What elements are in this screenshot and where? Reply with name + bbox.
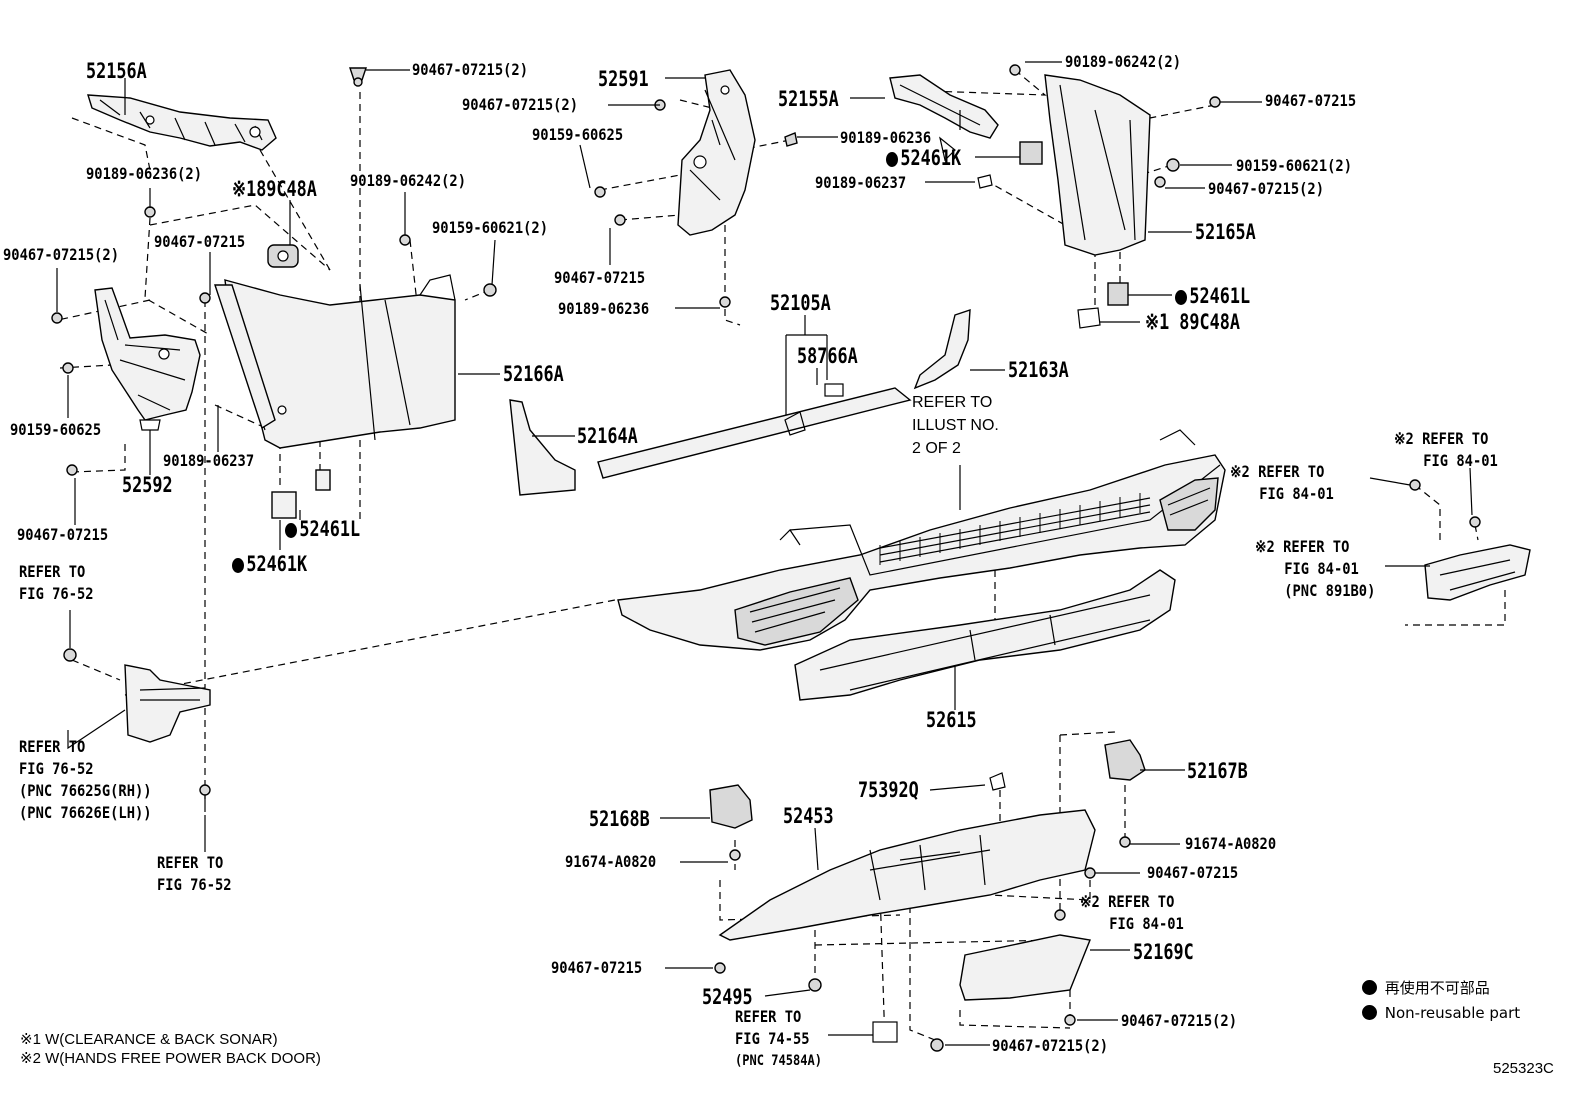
label-52592: 52592 — [122, 473, 173, 497]
label-91674-A0820-l: 91674-A0820 — [565, 852, 657, 871]
label-90467-07215-b2: 90467-07215 — [551, 958, 643, 977]
label-90189-06242-2-l: 90189-06242(2) — [350, 171, 466, 190]
label-52168B: 52168B — [589, 807, 650, 831]
label-90189-06242-2-top: 90189-06242(2) — [1065, 52, 1181, 71]
label-90467-07215-2-top: 90467-07215(2) — [412, 60, 528, 79]
refer-fig-84-01-a[interactable]: ※2 REFER TO FIG 84-01 — [1394, 429, 1498, 470]
label-91674-A0820-r: 91674-A0820 — [1185, 834, 1277, 853]
label-90467-07215-2-l: 90467-07215(2) — [3, 245, 119, 264]
label-90189-06236-c: 90189-06236 — [840, 128, 932, 147]
label-52461L-l: 52461L — [285, 518, 360, 540]
label-52169C: 52169C — [1133, 940, 1194, 964]
bracket-891B0 — [1424, 544, 1531, 601]
bracket-52155A — [889, 74, 1043, 189]
label-52166A: 52166A — [503, 362, 564, 386]
bracket-52156A — [87, 94, 277, 151]
fastener-clip-89C48A — [267, 244, 299, 268]
rear-bumper-cover — [617, 429, 1226, 651]
label-52163A: 52163A — [1008, 358, 1069, 382]
bracket-52592 — [94, 287, 201, 431]
label-90189-06236-2-l: 90189-06236(2) — [86, 164, 202, 183]
label-90467-07215-l: 90467-07215 — [154, 232, 246, 251]
refer-illust-2of2[interactable]: REFER TO ILLUST NO. 2 OF 2 — [912, 394, 999, 457]
non-reusable-dot-icon — [1362, 980, 1377, 995]
label-52495: 52495 — [702, 985, 753, 1009]
label-90467-07215-2-b2: 90467-07215(2) — [992, 1036, 1108, 1055]
label-52461K-l: 52461K — [232, 553, 307, 575]
label-58766A: 58766A — [797, 344, 858, 368]
legend-non-reusable-jp: 再使用不可部品 — [1362, 979, 1490, 997]
label-90467-07215-2-b1: 90467-07215(2) — [1121, 1011, 1237, 1030]
non-reusable-dot-icon — [1362, 1005, 1377, 1020]
legend-non-reusable-en: Non-reusable part — [1362, 1004, 1520, 1022]
label-52453: 52453 — [783, 804, 834, 828]
label-52156A: 52156A — [86, 59, 147, 83]
panel-52165A — [1044, 74, 1151, 329]
side-panel-52164A — [509, 399, 576, 496]
label-52591: 52591 — [598, 67, 649, 91]
footnote-1: ※1 W(CLEARANCE & BACK SONAR) — [20, 1031, 278, 1048]
label-90467-07215-ll: 90467-07215 — [17, 525, 109, 544]
label-90159-60621-2-r: 90159-60621(2) — [1236, 156, 1352, 175]
label-89C48A-l: ※189C48A — [232, 177, 317, 201]
footnote-2: ※2 W(HANDS FREE POWER BACK DOOR) — [20, 1050, 321, 1067]
label-90159-60625-l: 90159-60625 — [10, 420, 102, 439]
refer-fig-76-52-top[interactable]: REFER TO FIG 76-52 — [19, 562, 94, 603]
label-89C48A-r: ※1 89C48A — [1145, 310, 1240, 334]
refer-fig-74-55[interactable]: REFER TO FIG 74-55 (PNC 74584A) — [735, 1007, 822, 1069]
label-90159-60625-c: 90159-60625 — [532, 125, 624, 144]
panel-52166A — [214, 274, 456, 449]
drawing-number: 525323C — [1493, 1060, 1554, 1077]
refer-fig-76-52-mud-guard[interactable]: REFER TO FIG 76-52 (PNC 76625G(RH)) (PNC… — [19, 737, 152, 822]
label-52615: 52615 — [926, 708, 977, 732]
leader-lines — [56, 61, 1473, 1046]
pad-52461K-left — [271, 469, 331, 519]
label-90467-07215-r: 90467-07215 — [1265, 91, 1357, 110]
label-52167B: 52167B — [1187, 759, 1248, 783]
label-52461K-r: 52461K — [886, 147, 961, 169]
label-52155A: 52155A — [778, 87, 839, 111]
lower-cover-52453 — [709, 739, 1146, 1043]
refer-fig-84-01-b[interactable]: ※2 REFER TO FIG 84-01 — [1230, 462, 1334, 503]
bracket-52591 — [677, 69, 756, 236]
label-90189-06236-c2: 90189-06236 — [558, 299, 650, 318]
label-90189-06237-l: 90189-06237 — [163, 451, 255, 470]
label-52461L-r: 52461L — [1175, 285, 1250, 307]
mud-guard — [124, 664, 211, 743]
label-90467-07215-b1: 90467-07215 — [1147, 863, 1239, 882]
label-90467-07215-2-mid: 90467-07215(2) — [462, 95, 578, 114]
label-90467-07215-2-r: 90467-07215(2) — [1208, 179, 1324, 198]
refer-fig-76-52-bottom[interactable]: REFER TO FIG 76-52 — [157, 853, 232, 894]
label-52105A: 52105A — [770, 291, 831, 315]
side-panel-52163A — [913, 309, 971, 390]
bumper-reinforcement-52615 — [794, 569, 1176, 701]
label-90189-06237-c: 90189-06237 — [815, 173, 907, 192]
step-protector-52105A — [597, 334, 912, 479]
fasteners — [51, 64, 1481, 1052]
label-90159-60621-2-c: 90159-60621(2) — [432, 218, 548, 237]
refer-fig-84-01-c[interactable]: ※2 REFER TO FIG 84-01 (PNC 891B0) — [1255, 537, 1376, 600]
label-52165A: 52165A — [1195, 220, 1256, 244]
refer-fig-84-01-d[interactable]: ※2 REFER TO FIG 84-01 — [1080, 892, 1184, 933]
label-75392Q: 75392Q — [858, 778, 919, 802]
label-52164A: 52164A — [577, 424, 638, 448]
label-90467-07215-c: 90467-07215 — [554, 268, 646, 287]
